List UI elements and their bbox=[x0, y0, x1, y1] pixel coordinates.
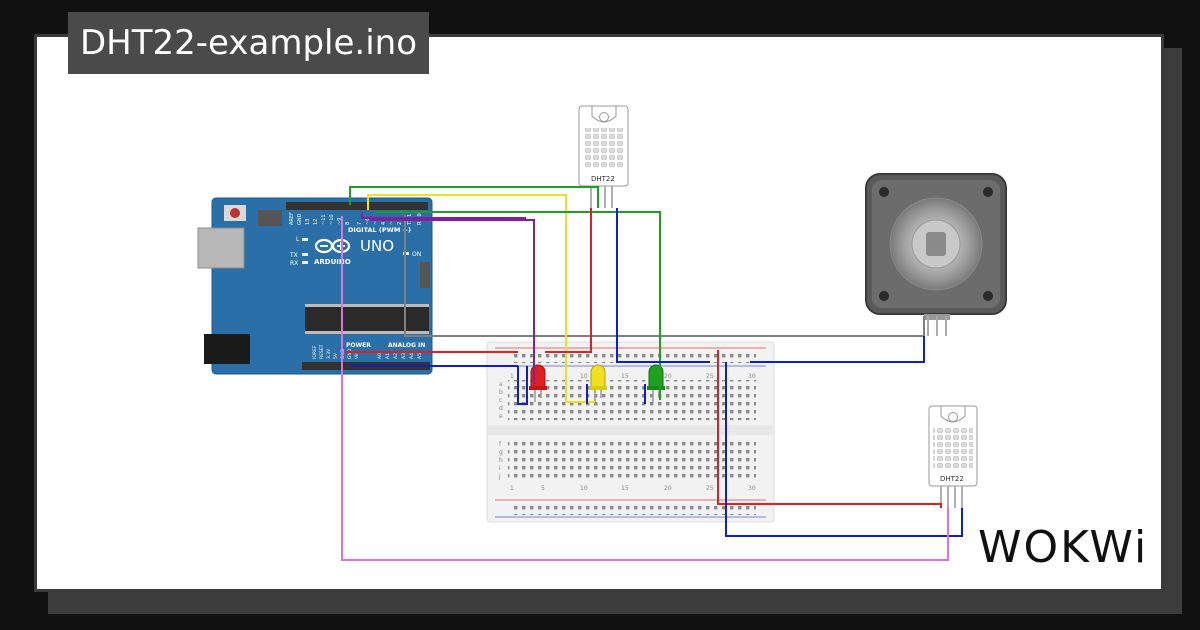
arduino-uno[interactable]: AREF GND 13 12 ~11 ~10 ~9 8 7 ~6 ~5 4 ~3… bbox=[197, 197, 433, 375]
pin-label: GND bbox=[347, 348, 353, 359]
sketch-title: DHT22-example.ino bbox=[68, 12, 429, 74]
pin-label: ~10 bbox=[329, 214, 335, 225]
bb-row-letter: e bbox=[499, 413, 503, 420]
rx-led-label: RX bbox=[290, 260, 298, 267]
wire-green-1 bbox=[349, 186, 599, 208]
icsp2-header bbox=[420, 262, 430, 288]
bb-row-letter: j bbox=[498, 473, 501, 480]
pin-label: 7 bbox=[357, 222, 363, 225]
tx-led-label: TX bbox=[289, 252, 298, 259]
usb-port bbox=[197, 227, 245, 269]
sensor-label: DHT22 bbox=[940, 475, 964, 483]
bb-number: 20 bbox=[664, 485, 672, 492]
atmega-chip bbox=[305, 306, 429, 332]
bb-number: 30 bbox=[748, 485, 756, 492]
wokwi-logo: WOKWi bbox=[978, 522, 1149, 573]
bb-number: 30 bbox=[748, 373, 756, 380]
bb-row-letter: b bbox=[499, 389, 503, 396]
wire-gray bbox=[404, 215, 925, 337]
wire-red-3 bbox=[717, 350, 942, 508]
power-jack bbox=[204, 334, 250, 364]
bb-number: 1 bbox=[510, 373, 514, 380]
bb-row-letter: d bbox=[499, 405, 503, 412]
pin-label: 12 bbox=[313, 219, 319, 225]
pin-label: 4 bbox=[381, 222, 387, 225]
power-label: POWER bbox=[346, 342, 371, 349]
pin-label: A3 bbox=[401, 353, 407, 359]
wire-green-2 bbox=[375, 211, 661, 400]
pin-label: ~5 bbox=[373, 218, 379, 225]
bb-number: 5 bbox=[541, 485, 545, 492]
dht22-sensor-1[interactable]: DHT22 bbox=[578, 105, 629, 208]
pin-label: ~6 bbox=[365, 218, 371, 225]
bb-number: 20 bbox=[664, 373, 672, 380]
wire-pink bbox=[341, 216, 949, 561]
sensor-label: DHT22 bbox=[591, 175, 615, 183]
pin-label: IOREF bbox=[312, 345, 318, 359]
dht22-sensor-2[interactable]: DHT22 bbox=[928, 405, 978, 508]
bb-number: 25 bbox=[706, 485, 714, 492]
bb-number: 25 bbox=[706, 373, 714, 380]
pin-label: ~9 bbox=[337, 218, 343, 225]
pin-label: A2 bbox=[393, 353, 399, 359]
pin-label: ~11 bbox=[321, 214, 327, 225]
uno-label: UNO bbox=[360, 237, 394, 255]
reset-button[interactable] bbox=[230, 208, 240, 218]
bb-number: 15 bbox=[621, 485, 629, 492]
pin-label: 8 bbox=[345, 222, 351, 225]
bb-number: 10 bbox=[580, 373, 588, 380]
bb-row-letter: i bbox=[499, 465, 501, 472]
l-led-label: L bbox=[296, 236, 300, 243]
bb-row-letter: f bbox=[499, 441, 502, 448]
bb-row-letter: h bbox=[499, 457, 503, 464]
wire-blue-2 bbox=[517, 366, 528, 405]
breadboard: 1 5 10 15 20 25 30 1 5 10 15 20 25 30 a … bbox=[486, 341, 775, 523]
pin-label: GND bbox=[297, 213, 303, 225]
pin-label: RESET bbox=[319, 344, 325, 359]
pin-label: 2 bbox=[397, 222, 403, 225]
on-led-label: ON bbox=[412, 251, 421, 258]
stepper-motor[interactable] bbox=[865, 173, 1007, 336]
digital-label: DIGITAL (PWM ~) bbox=[348, 226, 411, 234]
wire-purple-2 bbox=[361, 212, 526, 219]
bb-number: 15 bbox=[621, 373, 629, 380]
wire-blue-7 bbox=[725, 362, 963, 537]
wire-blue-6 bbox=[750, 336, 925, 363]
pin-label: 3.3V bbox=[326, 348, 332, 359]
bb-row-letter: g bbox=[499, 449, 503, 456]
arduino-brand: ARDUINO bbox=[314, 258, 351, 266]
wire-yellow bbox=[367, 194, 595, 403]
pin-label: A5 bbox=[417, 353, 423, 359]
bb-row-letter: c bbox=[499, 397, 502, 404]
pin-label: Vin bbox=[354, 352, 360, 359]
pin-label: 13 bbox=[305, 219, 311, 225]
yellow-led[interactable] bbox=[589, 364, 607, 402]
icsp-header bbox=[258, 210, 282, 226]
pin-label: 5V bbox=[333, 352, 339, 359]
pin-label: ~3 bbox=[389, 218, 395, 225]
analog-label: ANALOG IN bbox=[388, 342, 425, 349]
pin-label: A0 bbox=[377, 353, 383, 359]
wire-red-2 bbox=[545, 208, 592, 353]
pin-label: A1 bbox=[385, 353, 391, 359]
bb-row-letter: a bbox=[499, 381, 503, 388]
wires bbox=[341, 186, 963, 561]
digital-header bbox=[286, 202, 428, 210]
pin-label: A4 bbox=[409, 353, 415, 359]
wire-blue-3 bbox=[616, 208, 710, 363]
bb-number: 10 bbox=[580, 485, 588, 492]
pin-label: AREF bbox=[289, 212, 295, 225]
bb-number: 1 bbox=[510, 485, 514, 492]
